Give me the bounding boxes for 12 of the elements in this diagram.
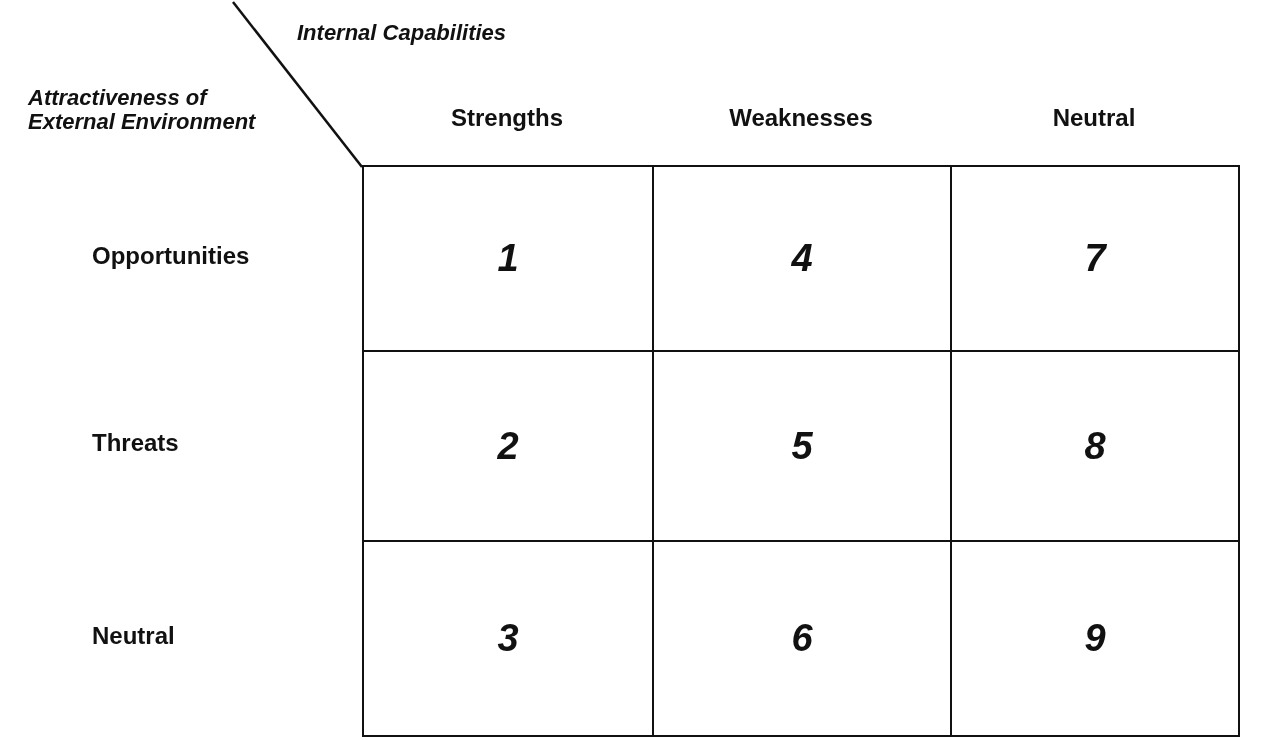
column-axis-title: Internal Capabilities [297,20,507,46]
matrix-cell: 9 [950,540,1240,737]
matrix-cell: 1 [362,165,654,352]
column-header: Weaknesses [728,104,874,132]
row-axis-title: Attractiveness of External Environment [28,86,257,134]
row-header: Neutral [92,621,175,650]
row-header: Threats [92,429,179,457]
column-header: Strengths [450,104,564,132]
matrix-cell: 7 [950,165,1240,352]
row-header: Opportunities [92,241,250,270]
column-header: Neutral [1051,104,1137,132]
matrix-cell: 3 [362,540,654,737]
